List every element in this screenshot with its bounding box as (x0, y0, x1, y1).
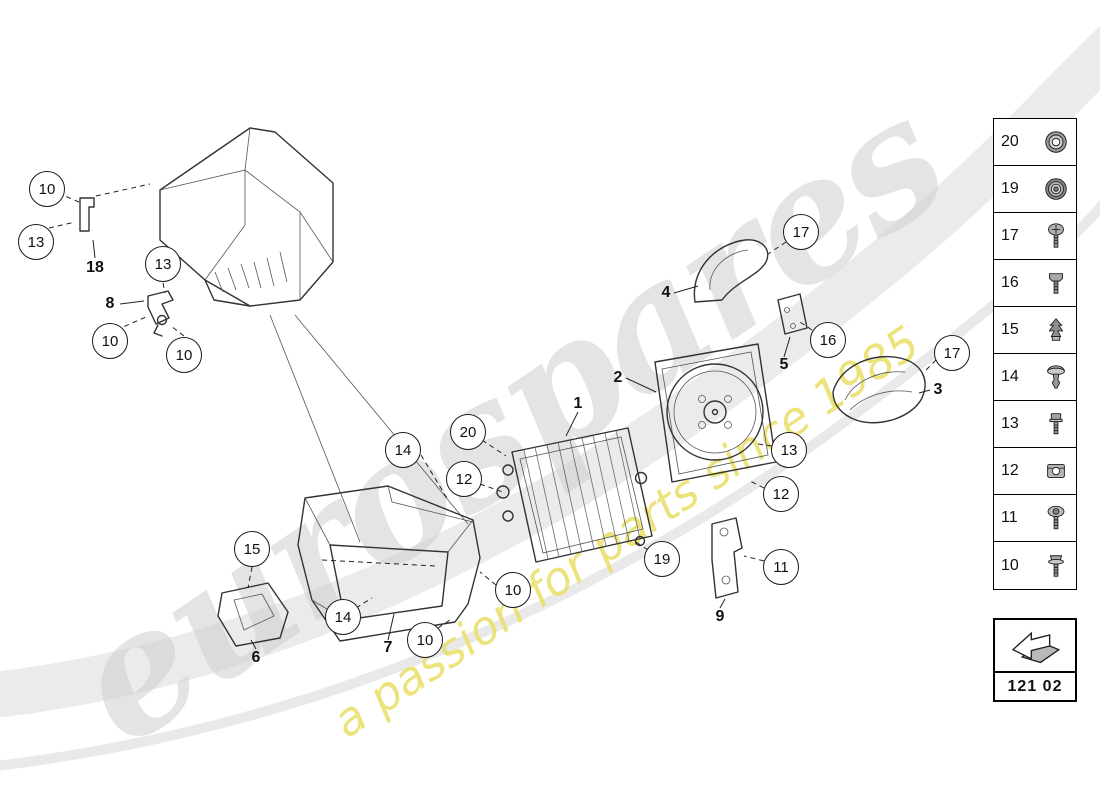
legend-number: 12 (1001, 462, 1019, 479)
bolt-icon (1041, 407, 1071, 441)
speed-nut-icon (1041, 454, 1071, 488)
screw-icon (1041, 501, 1071, 535)
legend-item-16[interactable]: 16 (994, 260, 1076, 307)
legend-number: 14 (1001, 368, 1019, 385)
part-number-4: 4 (661, 284, 671, 301)
direction-arrow-icon (995, 620, 1075, 671)
legend-item-11[interactable]: 11 (994, 495, 1076, 542)
part-number-9: 9 (715, 608, 725, 625)
air-duct-upper (159, 127, 334, 307)
callout-circle-15[interactable]: 15 (234, 531, 270, 567)
callout-circle-13[interactable]: 13 (18, 224, 54, 260)
callout-circle-10[interactable]: 10 (495, 572, 531, 608)
callout-circle-10[interactable]: 10 (166, 337, 202, 373)
bracket-4 (673, 239, 769, 303)
air-duct-lower (297, 485, 481, 642)
callout-circle-14[interactable]: 14 (385, 432, 421, 468)
legend-item-15[interactable]: 15 (994, 307, 1076, 354)
legend-item-13[interactable]: 13 (994, 401, 1076, 448)
legend-item-20[interactable]: 20 (994, 119, 1076, 166)
torx-screw-icon (1041, 549, 1071, 583)
legend-number: 13 (1001, 415, 1019, 432)
legend-item-19[interactable]: 19 (994, 166, 1076, 213)
callout-circle-20[interactable]: 20 (450, 414, 486, 450)
legend-item-17[interactable]: 17 (994, 213, 1076, 260)
torx-screw-icon (1041, 266, 1071, 300)
part-number-1: 1 (573, 395, 583, 412)
legend-number: 10 (1001, 556, 1019, 574)
legend-number: 11 (1001, 509, 1018, 526)
callout-circle-13[interactable]: 13 (145, 246, 181, 282)
expanding-rivet-icon (1041, 360, 1071, 394)
callout-circle-13[interactable]: 13 (771, 432, 807, 468)
relation-lines (269, 314, 469, 543)
legend-item-12[interactable]: 12 (994, 448, 1076, 495)
legend-number: 20 (1001, 133, 1019, 150)
part-number-2: 2 (613, 369, 623, 386)
callout-circle-10[interactable]: 10 (92, 323, 128, 359)
legend-number: 19 (1001, 180, 1019, 197)
part-number-7: 7 (383, 639, 393, 656)
callout-circle-10[interactable]: 10 (29, 171, 65, 207)
callout-circle-12[interactable]: 12 (446, 461, 482, 497)
expanding-clip-icon (1041, 313, 1071, 347)
legend-item-10[interactable]: 10 (994, 542, 1076, 589)
grommet-icon (1041, 125, 1071, 159)
callout-circle-17[interactable]: 17 (783, 214, 819, 250)
leader-lines (247, 241, 937, 629)
legend-number: 16 (1001, 274, 1019, 291)
legend-number: 15 (1001, 321, 1019, 338)
callout-circle-11[interactable]: 11 (763, 549, 799, 585)
bracket-6 (217, 582, 395, 650)
part-number-6: 6 (251, 649, 261, 666)
radiator (496, 411, 653, 563)
part-number-3: 3 (933, 381, 943, 398)
cover-3 (832, 356, 931, 424)
diagram-code: 121 02 (995, 671, 1075, 700)
bracket-9 (711, 517, 743, 609)
fastener-legend: 20 19 17 16 15 (993, 118, 1077, 590)
part-number-8: 8 (105, 295, 115, 312)
callout-circle-10[interactable]: 10 (407, 622, 443, 658)
part-number-5: 5 (779, 356, 789, 373)
legend-number: 17 (1001, 227, 1019, 244)
callout-circle-17[interactable]: 17 (934, 335, 970, 371)
bracket-18 (48, 183, 151, 259)
callout-circle-19[interactable]: 19 (644, 541, 680, 577)
bracket-8 (115, 282, 185, 337)
plate-5 (777, 293, 808, 358)
rubber-mount-icon (1041, 172, 1071, 206)
screw-icon (1041, 219, 1071, 253)
callout-circle-16[interactable]: 16 (810, 322, 846, 358)
callout-circle-14[interactable]: 14 (325, 599, 361, 635)
legend-item-14[interactable]: 14 (994, 354, 1076, 401)
diagram-code-box[interactable]: 121 02 (993, 618, 1077, 702)
part-number-18: 18 (86, 259, 104, 276)
callout-circle-12[interactable]: 12 (763, 476, 799, 512)
